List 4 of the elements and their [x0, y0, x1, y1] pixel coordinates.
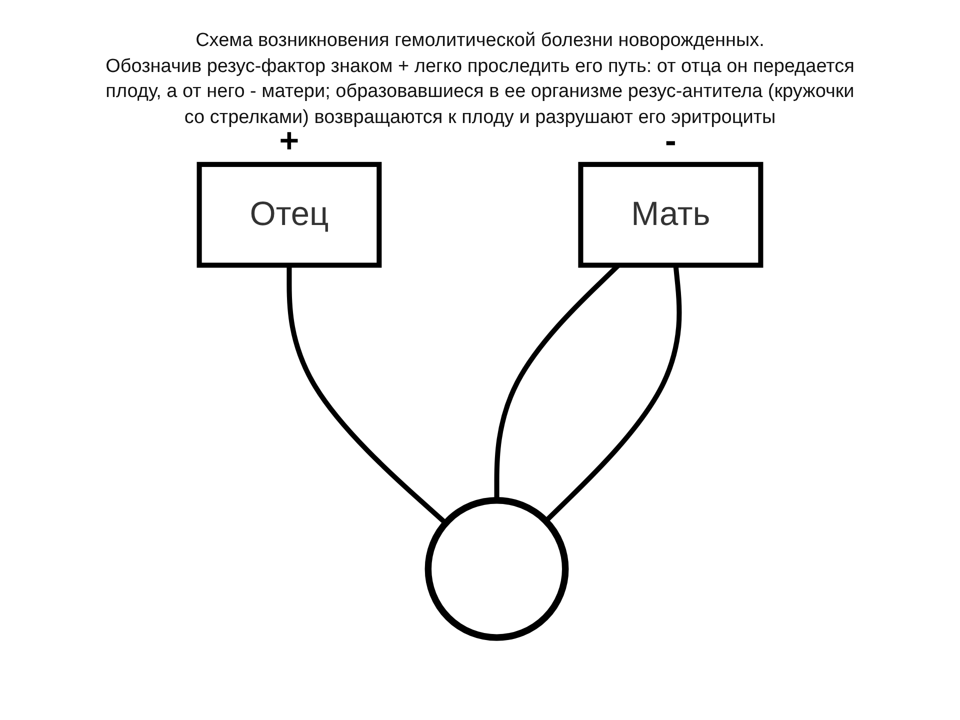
title: Схема возникновения гемолитической болезни новорожденных.	[194, 29, 766, 53]
person-box: Мать	[578, 161, 764, 268]
fetus-circle	[424, 496, 569, 640]
person-box: Отец	[196, 161, 382, 268]
